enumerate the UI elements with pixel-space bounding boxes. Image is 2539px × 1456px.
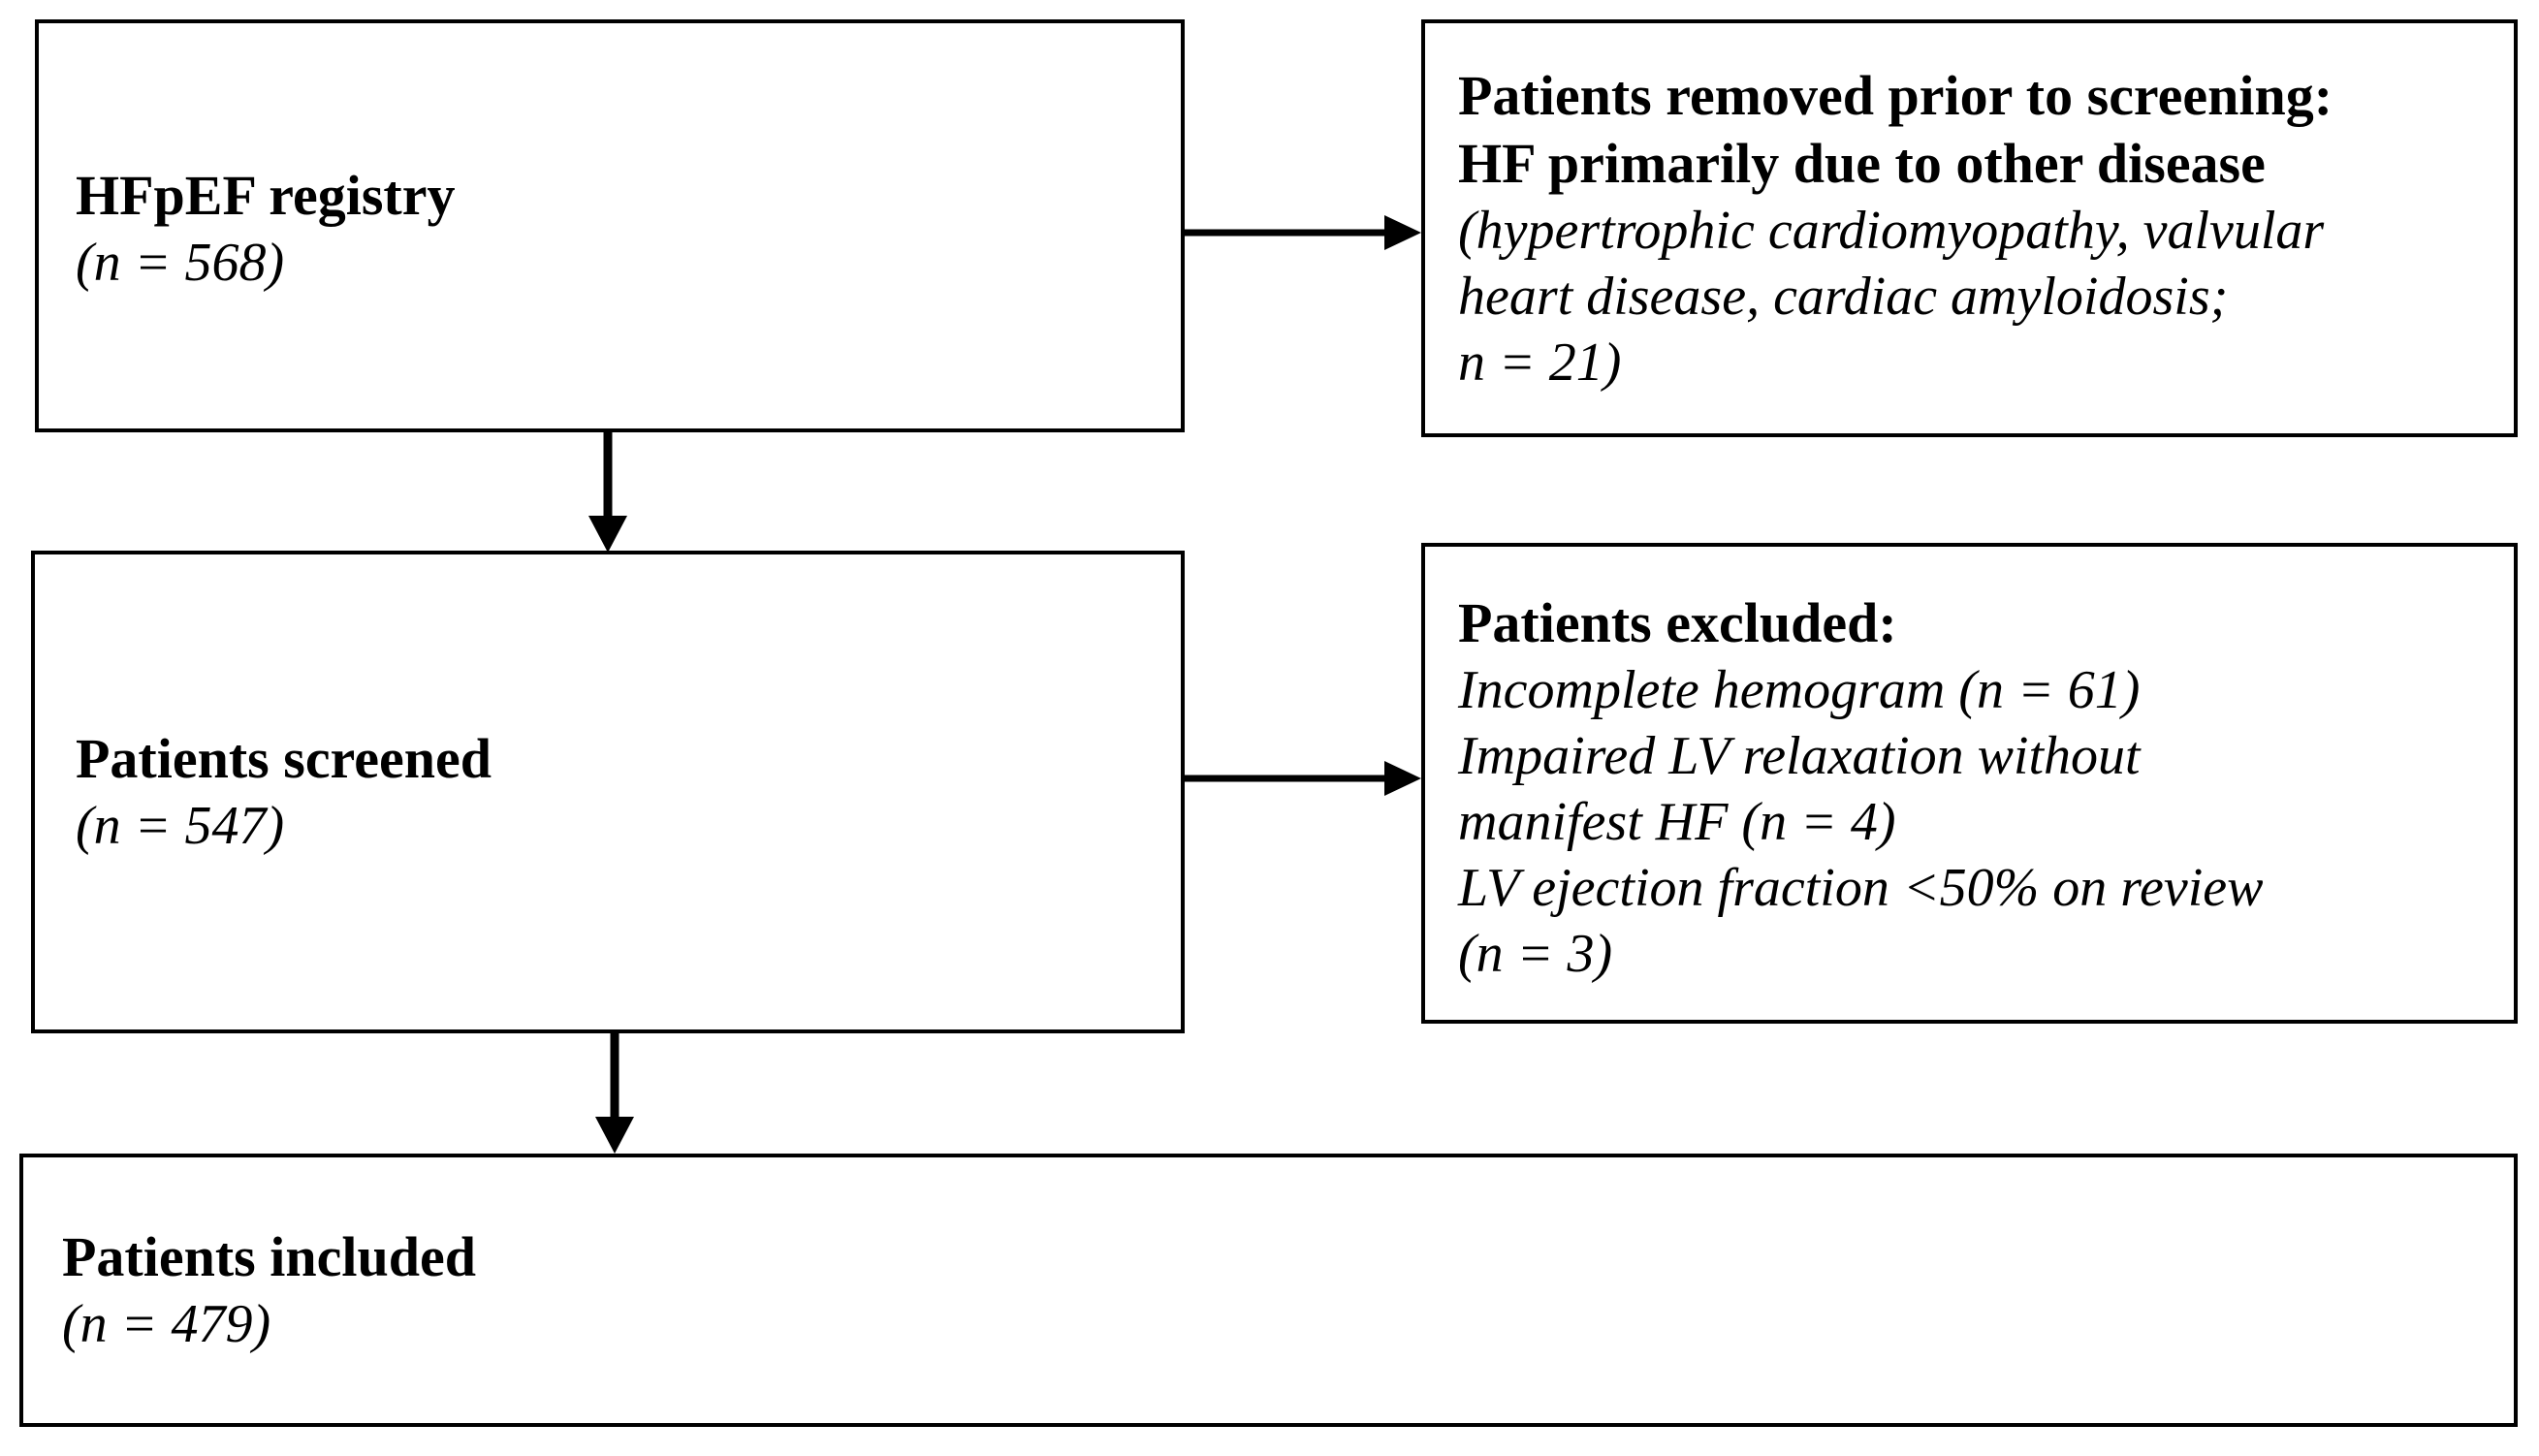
included-title: Patients included xyxy=(62,1225,476,1288)
registry-box: HFpEF registry (n = 568) xyxy=(35,19,1185,432)
excluded-reason-hemogram: Incomplete hemogram (n = 61) xyxy=(1458,660,2141,720)
excluded-reason-relaxation-line2: manifest HF (n = 4) xyxy=(1458,792,1896,852)
excluded-reason-ejection-line1: LV ejection fraction <50% on review xyxy=(1458,858,2264,918)
arrow-screened-to-excluded xyxy=(1185,761,1421,796)
removed-title-line2: HF primarily due to other disease xyxy=(1458,132,2266,195)
excluded-reason-ejection-line2: (n = 3) xyxy=(1458,924,1613,984)
removed-title-line1: Patients removed prior to screening: xyxy=(1458,64,2333,127)
excluded-box: Patients excluded: Incomplete hemogram (… xyxy=(1421,543,2518,1024)
screened-count: (n = 547) xyxy=(76,796,285,856)
registry-title: HFpEF registry xyxy=(76,164,456,227)
included-box: Patients included (n = 479) xyxy=(19,1154,2518,1427)
excluded-title: Patients excluded: xyxy=(1458,591,1897,654)
removed-detail-line1: (hypertrophic cardiomyopathy, valvular xyxy=(1458,201,2325,261)
excluded-reason-relaxation-line1: Impaired LV relaxation without xyxy=(1458,726,2141,786)
screened-title: Patients screened xyxy=(76,727,492,790)
removed-detail-line2: heart disease, cardiac amyloidosis; xyxy=(1458,267,2229,327)
registry-count: (n = 568) xyxy=(76,233,285,293)
arrow-screened-to-included xyxy=(595,1033,634,1154)
removed-box: Patients removed prior to screening: HF … xyxy=(1421,19,2518,437)
screened-box: Patients screened (n = 547) xyxy=(31,551,1185,1033)
removed-detail-line3: n = 21) xyxy=(1458,332,1622,393)
included-count: (n = 479) xyxy=(62,1294,271,1354)
arrow-registry-to-removed xyxy=(1185,215,1421,250)
arrow-registry-to-screened xyxy=(588,432,627,553)
